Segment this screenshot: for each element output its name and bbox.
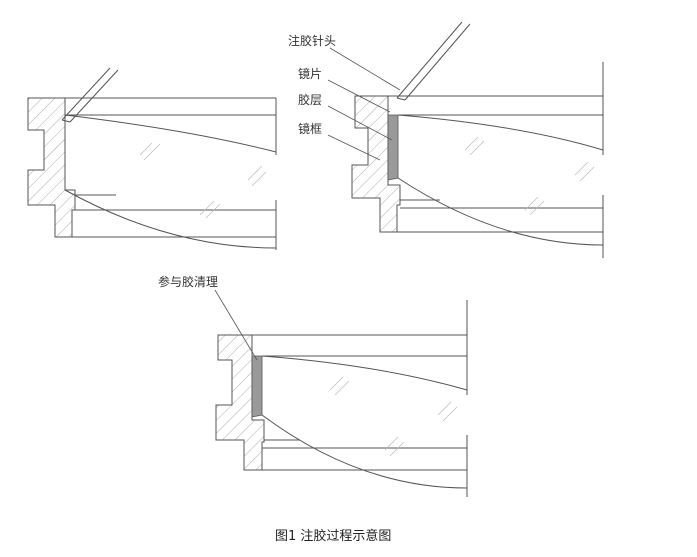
- frame-flange-2: [388, 95, 603, 233]
- lens-1: [64, 98, 277, 250]
- label-lens: 镜片: [298, 66, 322, 81]
- label-residual-glue: 参与胶清理: [158, 274, 218, 289]
- frame-flange-3: [252, 334, 467, 471]
- frame-flange-1: [65, 97, 276, 238]
- label-glue-layer: 胶层: [298, 92, 322, 107]
- leaders-2: [327, 47, 401, 161]
- figure-caption: 图1 注胶过程示意图: [275, 528, 391, 544]
- label-frame: 镜框: [298, 121, 322, 136]
- needle-1: [61, 67, 119, 123]
- lens-2: [397, 62, 604, 258]
- residual-glue-3: [251, 355, 263, 418]
- lens-3: [261, 300, 468, 497]
- frame-section-1: [27, 97, 76, 238]
- leader-residual-glue: [214, 289, 258, 361]
- panel-2: 注胶针头 镜片 胶层 镜框: [288, 21, 604, 258]
- panel-3: 参与胶清理: [158, 274, 468, 497]
- glue-layer-2: [387, 114, 399, 181]
- needle-2: [396, 21, 471, 101]
- panel-1: [27, 67, 277, 250]
- label-needle: 注胶针头: [288, 33, 336, 48]
